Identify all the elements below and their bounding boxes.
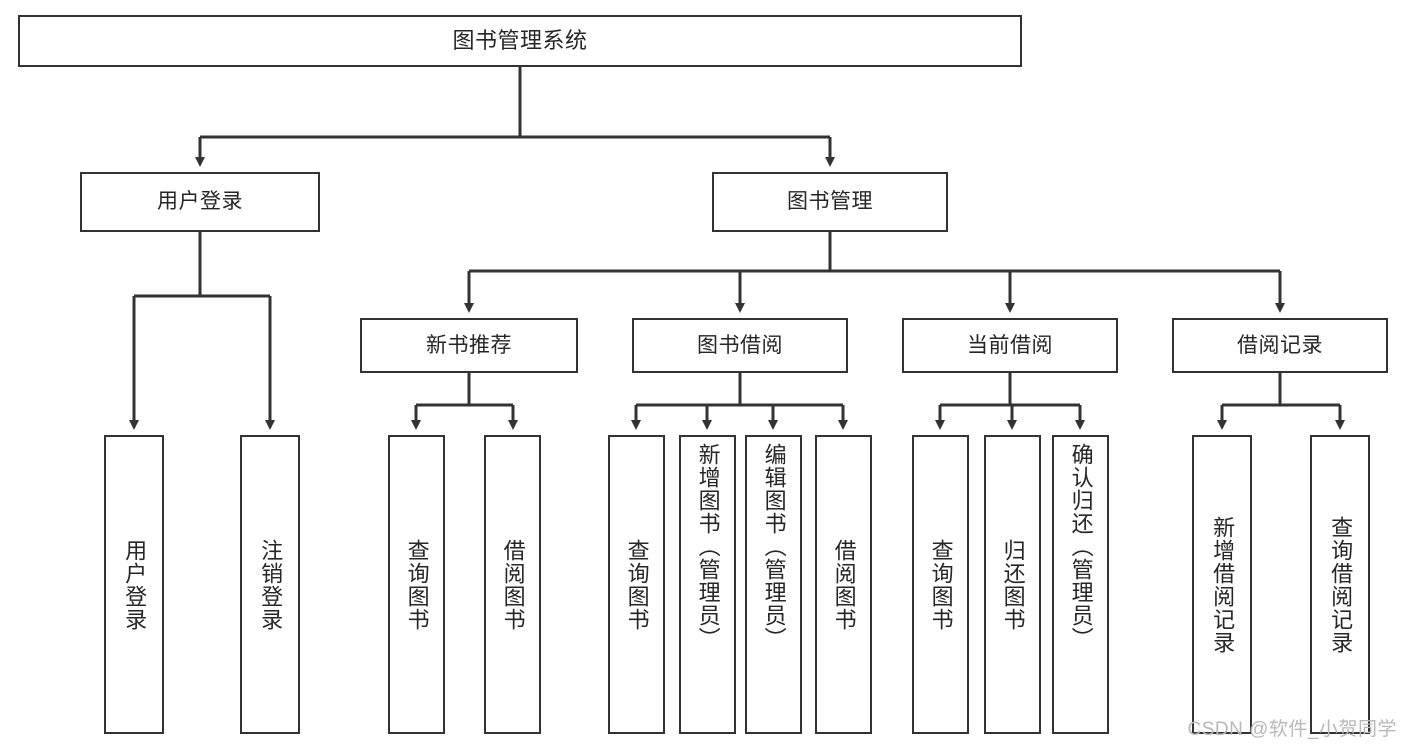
leaf-node[interactable]: 查询借阅记录 xyxy=(1310,435,1370,734)
leaf-node-inner: 查询图书 xyxy=(390,437,443,732)
node-borrow-record-label: 借阅记录 xyxy=(1237,333,1323,357)
leaf-node[interactable]: 查询图书 xyxy=(388,435,445,734)
node-new-book-recommend[interactable]: 新书推荐 xyxy=(360,318,578,373)
leaf-node-inner: 查询借阅记录 xyxy=(1312,437,1368,732)
leaf-node-inner: 编辑图书（管理员） xyxy=(747,437,800,738)
leaf-node-label: 注销登录 xyxy=(258,538,284,631)
leaf-node-inner: 借阅图书 xyxy=(486,437,539,732)
leaf-node-label: 查询图书 xyxy=(928,538,954,631)
node-book-borrow[interactable]: 图书借阅 xyxy=(632,318,848,373)
leaf-node-label: 新增借阅记录 xyxy=(1210,515,1236,654)
leaf-node-inner: 确认归还（管理员） xyxy=(1054,437,1107,738)
leaf-node[interactable]: 查询图书 xyxy=(608,435,665,734)
node-new-book-recommend-label: 新书推荐 xyxy=(426,333,512,357)
node-current-borrow-label: 当前借阅 xyxy=(967,333,1053,357)
leaf-node[interactable]: 用户登录 xyxy=(104,435,164,734)
leaf-node[interactable]: 借阅图书 xyxy=(484,435,541,734)
leaf-node-inner: 新增图书（管理员） xyxy=(681,437,734,738)
node-current-borrow[interactable]: 当前借阅 xyxy=(902,318,1118,373)
node-borrow-record[interactable]: 借阅记录 xyxy=(1172,318,1388,373)
leaf-node-label: 查询图书 xyxy=(404,538,430,631)
node-book-borrow-label: 图书借阅 xyxy=(697,333,783,357)
leaf-node-inner: 注销登录 xyxy=(242,437,298,732)
leaf-node-label: 用户登录 xyxy=(122,538,148,631)
leaf-node-label: 归还图书 xyxy=(1000,538,1026,631)
node-book-management-label: 图书管理 xyxy=(787,190,873,214)
leaf-node-label: 编辑图书（管理员） xyxy=(761,443,787,650)
leaf-node-inner: 新增借阅记录 xyxy=(1194,437,1250,732)
leaf-node-inner: 查询图书 xyxy=(610,437,663,732)
leaf-node[interactable]: 借阅图书 xyxy=(815,435,872,734)
leaf-node[interactable]: 确认归还（管理员） xyxy=(1052,435,1109,734)
leaf-node[interactable]: 归还图书 xyxy=(984,435,1041,734)
leaf-node-inner: 借阅图书 xyxy=(817,437,870,732)
node-user-login-label: 用户登录 xyxy=(157,190,243,214)
leaf-node[interactable]: 新增借阅记录 xyxy=(1192,435,1252,734)
leaf-node[interactable]: 新增图书（管理员） xyxy=(679,435,736,734)
node-root-label: 图书管理系统 xyxy=(452,27,588,53)
node-root-system[interactable]: 图书管理系统 xyxy=(18,15,1022,67)
leaf-node-label: 查询图书 xyxy=(624,538,650,631)
leaf-node-inner: 归还图书 xyxy=(986,437,1039,732)
watermark-text: CSDN @软件_小贺同学 xyxy=(1187,719,1397,740)
node-user-login[interactable]: 用户登录 xyxy=(80,172,320,232)
leaf-node-label: 查询借阅记录 xyxy=(1328,515,1354,654)
leaf-node-inner: 用户登录 xyxy=(106,437,162,732)
leaf-node[interactable]: 注销登录 xyxy=(240,435,300,734)
leaf-node-label: 借阅图书 xyxy=(500,538,526,631)
leaf-node[interactable]: 查询图书 xyxy=(912,435,969,734)
leaf-node-label: 确认归还（管理员） xyxy=(1068,443,1094,650)
node-book-management[interactable]: 图书管理 xyxy=(712,172,948,232)
leaf-node[interactable]: 编辑图书（管理员） xyxy=(745,435,802,734)
leaf-node-label: 新增图书（管理员） xyxy=(695,443,721,650)
leaf-node-inner: 查询图书 xyxy=(914,437,967,732)
leaf-node-label: 借阅图书 xyxy=(831,538,857,631)
